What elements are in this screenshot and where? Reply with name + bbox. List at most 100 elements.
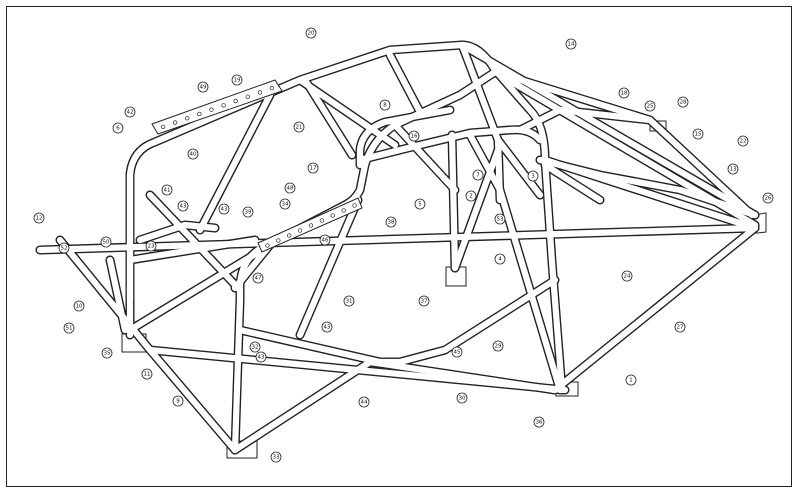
part-number-text: 22 xyxy=(740,138,747,144)
part-label-bubble xyxy=(187,148,199,160)
part-label: 38 xyxy=(385,216,397,228)
part-label: 43 xyxy=(321,321,333,333)
part-label: 12 xyxy=(33,212,45,224)
part-number-text: 31 xyxy=(346,298,353,304)
part-label-bubble xyxy=(307,162,319,174)
part-number-labels: 1234567891011121314151617181920212223242… xyxy=(33,27,774,463)
tube-fill xyxy=(541,161,604,204)
part-label: 16 xyxy=(408,130,420,142)
part-label: 45 xyxy=(451,346,463,358)
tube-fill xyxy=(196,91,274,234)
part-label: 40 xyxy=(187,148,199,160)
part-label-bubble xyxy=(141,368,153,380)
tube-fill xyxy=(366,358,559,394)
part-number-text: 7 xyxy=(476,172,480,178)
tube-fill xyxy=(146,346,239,454)
part-label: 29 xyxy=(492,340,504,352)
part-number-text: 11 xyxy=(144,371,151,377)
part-number-text: 2 xyxy=(469,193,473,199)
part-number-text: 37 xyxy=(421,298,428,304)
part-number-text: 25 xyxy=(647,103,654,109)
part-number-text: 28 xyxy=(680,99,687,105)
part-label: 41 xyxy=(161,184,173,196)
part-label-bubble xyxy=(358,396,370,408)
gusset-hole xyxy=(245,94,250,99)
part-label: 44 xyxy=(358,396,370,408)
part-label: 1 xyxy=(625,374,637,386)
part-label-bubble xyxy=(385,216,397,228)
part-number-text: 51 xyxy=(66,325,73,331)
tube-fill xyxy=(301,76,356,159)
part-number-text: 33 xyxy=(273,454,280,460)
gusset-holes xyxy=(160,85,357,248)
tube-fill xyxy=(146,191,244,294)
part-label: 43 xyxy=(177,200,189,212)
tube-fill xyxy=(296,196,362,339)
part-label: 39 xyxy=(242,206,254,218)
part-number-text: 17 xyxy=(310,165,317,171)
gusset-hole xyxy=(308,223,314,228)
gusset-hole xyxy=(297,228,303,233)
part-label: 11 xyxy=(141,368,153,380)
part-number-text: 16 xyxy=(411,133,418,139)
part-label: 2 xyxy=(465,190,477,202)
part-label: 50 xyxy=(100,236,112,248)
part-label: 18 xyxy=(618,87,630,99)
tube-fill xyxy=(231,358,374,454)
part-label-bubble xyxy=(177,200,189,212)
part-label: 25 xyxy=(644,100,656,112)
part-label: 7 xyxy=(472,169,484,181)
part-label-bubble xyxy=(762,192,774,204)
part-label: 43 xyxy=(218,203,230,215)
part-label-bubble xyxy=(727,163,739,175)
part-label-bubble xyxy=(161,184,173,196)
part-label: 51 xyxy=(63,322,75,334)
part-number-text: 42 xyxy=(127,109,134,115)
part-label-bubble xyxy=(101,347,113,359)
part-label-bubble xyxy=(492,340,504,352)
gusset-hole xyxy=(172,120,178,125)
part-label: 30 xyxy=(456,392,468,404)
part-label-bubble xyxy=(379,99,391,111)
gusset-hole xyxy=(257,90,263,95)
part-number-text: 38 xyxy=(388,219,395,225)
tube-fill xyxy=(56,236,154,354)
part-number-text: 30 xyxy=(459,395,466,401)
part-label: 34 xyxy=(279,198,291,210)
gusset-hole xyxy=(276,238,281,243)
part-label-bubble xyxy=(73,300,85,312)
gusset-hole xyxy=(221,103,226,108)
part-label-bubble xyxy=(418,295,430,307)
part-number-text: 27 xyxy=(677,324,684,330)
tube-fill xyxy=(458,41,759,219)
part-label: 3 xyxy=(527,170,539,182)
part-label: 26 xyxy=(762,192,774,204)
part-label-bubble xyxy=(33,212,45,224)
part-number-text: 29 xyxy=(495,343,502,349)
part-label: 33 xyxy=(270,451,282,463)
part-label: 42 xyxy=(124,106,136,118)
part-number-text: 39 xyxy=(245,209,252,215)
part-label-bubble xyxy=(58,242,70,254)
part-label-bubble xyxy=(305,27,317,39)
tube-fill xyxy=(494,136,544,199)
part-number-text: 8 xyxy=(383,102,387,108)
part-label-bubble xyxy=(124,106,136,118)
part-number-text: 43 xyxy=(221,206,228,212)
part-label-bubble xyxy=(197,81,209,93)
gusset-hole xyxy=(265,243,270,248)
part-label: 35 xyxy=(101,347,113,359)
gusset-hole xyxy=(233,98,238,104)
part-number-text: 21 xyxy=(296,124,303,130)
part-label-bubble xyxy=(494,253,506,265)
part-label-bubble xyxy=(456,392,468,404)
gusset-hole xyxy=(330,213,335,218)
part-label-bubble xyxy=(249,341,261,353)
part-label: 46 xyxy=(319,234,331,246)
part-number-text: 15 xyxy=(695,131,702,137)
part-label: 24 xyxy=(621,270,633,282)
tube-fill xyxy=(516,106,654,134)
tube-fill xyxy=(236,276,559,366)
part-number-text: 23 xyxy=(148,243,155,249)
